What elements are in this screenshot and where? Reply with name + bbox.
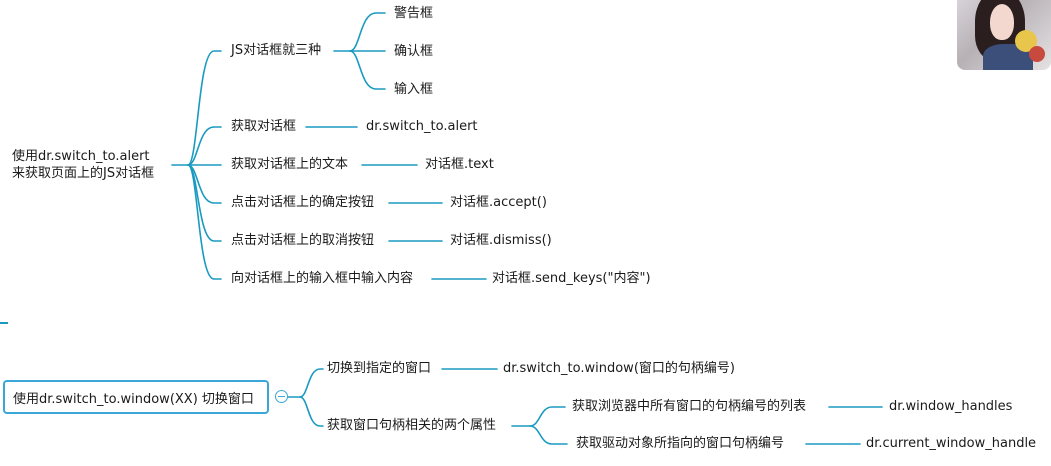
- branch-switch-window[interactable]: 切换到指定的窗口: [327, 361, 432, 376]
- leaf-switch-to-window[interactable]: dr.switch_to.window(窗口的句柄编号): [503, 361, 735, 376]
- collapse-toggle[interactable]: [275, 390, 288, 403]
- leaf-dialog-send-keys[interactable]: 对话框.send_keys("内容"): [492, 271, 651, 286]
- branch-click-ok[interactable]: 点击对话框上的确定按钮: [231, 195, 375, 210]
- leaf-dialog-dismiss[interactable]: 对话框.dismiss(): [450, 233, 552, 248]
- leaf-confirm-box[interactable]: 确认框: [394, 44, 434, 59]
- leaf-prompt-box[interactable]: 输入框: [394, 82, 434, 97]
- leaf-dialog-accept[interactable]: 对话框.accept(): [450, 195, 547, 210]
- scroll-marker: [0, 322, 8, 324]
- root-line-2: 来获取页面上的JS对话框: [12, 166, 155, 181]
- branch-get-all-handles[interactable]: 获取浏览器中所有窗口的句柄编号的列表: [572, 399, 807, 414]
- mindmap-root-window[interactable]: 使用dr.switch_to.window(XX) 切换窗口: [3, 380, 269, 414]
- leaf-window-handles[interactable]: dr.window_handles: [889, 399, 1013, 414]
- branch-three-dialog-types[interactable]: JS对话框就三种: [231, 43, 322, 58]
- root2-label: 使用dr.switch_to.window(XX) 切换窗口: [13, 391, 254, 407]
- branch-click-cancel[interactable]: 点击对话框上的取消按钮: [231, 233, 375, 248]
- branch-window-handle-props[interactable]: 获取窗口句柄相关的两个属性: [327, 418, 497, 433]
- branch-input-content[interactable]: 向对话框上的输入框中输入内容: [231, 271, 414, 286]
- leaf-alert-box[interactable]: 警告框: [394, 6, 434, 21]
- branch-get-current-handle[interactable]: 获取驱动对象所指向的窗口句柄编号: [576, 436, 785, 451]
- leaf-dialog-text[interactable]: 对话框.text: [425, 157, 494, 172]
- avatar-image: [957, 0, 1051, 70]
- leaf-switch-to-alert[interactable]: dr.switch_to.alert: [366, 119, 478, 134]
- branch-get-dialog-text[interactable]: 获取对话框上的文本: [231, 157, 349, 172]
- root-line-1: 使用dr.switch_to.alert: [12, 149, 150, 164]
- leaf-current-window-handle[interactable]: dr.current_window_handle: [866, 436, 1037, 451]
- branch-get-dialog[interactable]: 获取对话框: [231, 119, 297, 134]
- mindmap-root-alert[interactable]: 使用dr.switch_to.alert 来获取页面上的JS对话框: [12, 148, 187, 182]
